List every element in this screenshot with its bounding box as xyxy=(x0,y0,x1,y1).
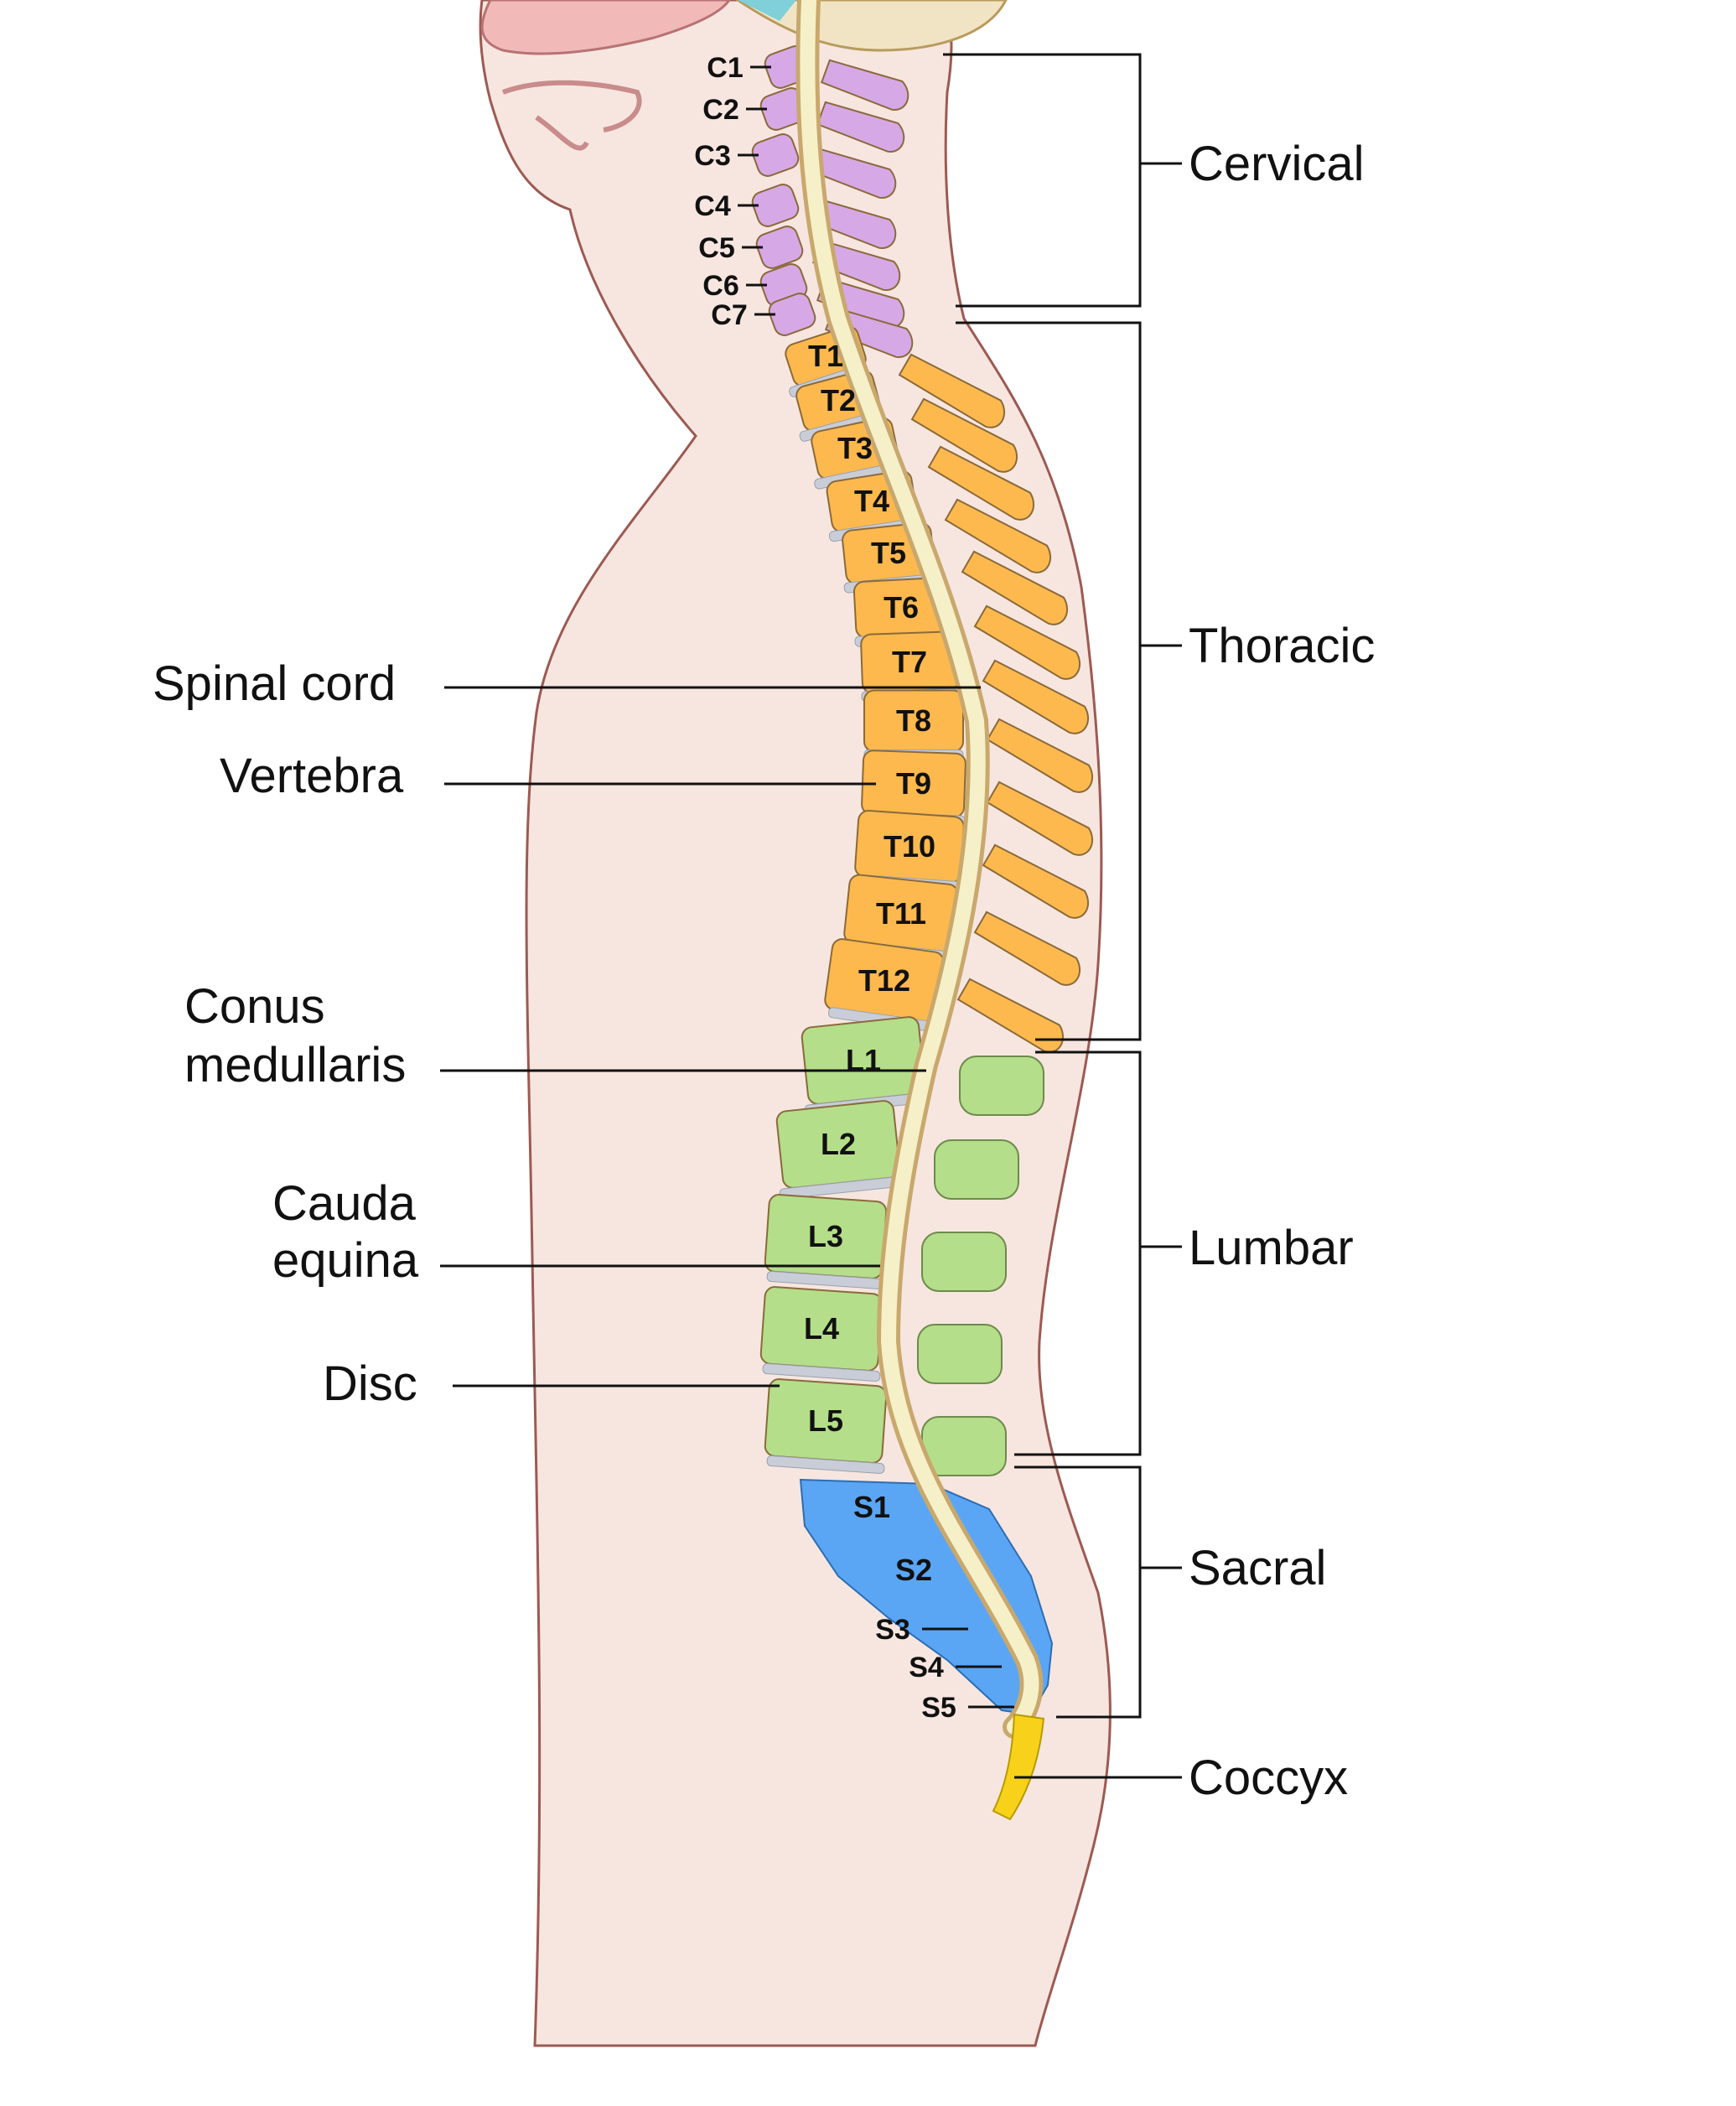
thoracic-spinous-process xyxy=(898,353,1006,428)
lumbar-spinous-process xyxy=(917,1324,1003,1384)
thoracic-spinous-process xyxy=(973,604,1081,680)
thoracic-spinous-process xyxy=(982,659,1090,734)
spinal-cord-inner xyxy=(800,0,1039,1735)
vertebra-labels: C1C2C3C4C5C6C7T1T2T3T4T5T6T7T8T9T10T11T1… xyxy=(694,52,1014,1724)
sacral-label: S1 xyxy=(853,1490,890,1524)
thoracic-label: T6 xyxy=(884,590,919,625)
intervertebral-disc xyxy=(762,1362,881,1382)
cervical-spinous-process xyxy=(816,101,905,153)
thoracic-spinous-process xyxy=(986,781,1094,856)
region-label-lumbar: Lumbar xyxy=(1189,1221,1354,1275)
label-spinal-cord: Spinal cord xyxy=(153,656,396,711)
cervical-spinous-process xyxy=(820,59,909,111)
thoracic-label: T7 xyxy=(892,645,927,679)
cervical-spinous-process xyxy=(807,197,897,249)
cervical-label: C3 xyxy=(694,140,730,172)
skull-base-blue xyxy=(738,0,796,21)
intervertebral-disc xyxy=(766,1455,885,1475)
cervical-label: C6 xyxy=(702,270,738,302)
thoracic-label: T9 xyxy=(896,766,931,801)
label-conus-line2: medullaris xyxy=(184,1038,406,1092)
sacral-label: S2 xyxy=(895,1553,932,1587)
label-cauda-line2: equina xyxy=(272,1233,419,1288)
label-disc: Disc xyxy=(323,1356,417,1411)
label-vertebra: Vertebra xyxy=(220,749,404,803)
sacral-label: S4 xyxy=(909,1652,944,1683)
cervical-label: C2 xyxy=(702,94,738,126)
thoracic-spinous-process xyxy=(910,397,1018,473)
thoracic-spinous-process xyxy=(961,550,1069,625)
thoracic-label: T10 xyxy=(884,829,935,864)
thoracic-label: T3 xyxy=(837,431,873,465)
cervical-vertebra-body xyxy=(751,133,800,177)
lumbar-label: L5 xyxy=(808,1403,843,1438)
region-brackets xyxy=(943,53,1182,1779)
lumbar-label: L4 xyxy=(804,1311,839,1346)
sacral-label: S3 xyxy=(875,1614,910,1646)
cervical-vertebra-body xyxy=(768,293,816,336)
thoracic-label: T11 xyxy=(876,896,926,931)
lumbar-spinous-process xyxy=(921,1416,1007,1476)
lumbar-label: L3 xyxy=(808,1219,843,1253)
region-label-coccyx: Coccyx xyxy=(1189,1751,1348,1805)
cervical-vertebra xyxy=(751,133,800,177)
cervical-label: C1 xyxy=(707,52,743,84)
lumbar-label: L1 xyxy=(846,1043,881,1077)
cervical-vertebra-body xyxy=(751,184,800,227)
thoracic-label: T1 xyxy=(808,339,843,373)
thoracic-spinous-process xyxy=(927,445,1035,521)
cervical-label: C5 xyxy=(698,232,734,264)
lumbar-spinous-process xyxy=(959,1056,1044,1116)
label-cauda-line1: Cauda xyxy=(272,1176,417,1231)
thoracic-label: T2 xyxy=(821,383,856,418)
region-label-sacral: Sacral xyxy=(1189,1541,1326,1595)
label-conus-line1: Conus xyxy=(184,979,325,1034)
region-label-thoracic: Thoracic xyxy=(1189,619,1375,673)
coccyx-bone xyxy=(992,1713,1045,1821)
thoracic-label: T12 xyxy=(858,963,910,998)
cervical-vertebra xyxy=(755,226,804,269)
lumbar-bracket xyxy=(1014,1050,1182,1456)
cervical-vertebra-body xyxy=(755,226,804,269)
thoracic-spinous-process xyxy=(986,718,1094,793)
head-nasal-cavity xyxy=(480,0,731,55)
lumbar-spinous-process xyxy=(921,1232,1007,1292)
thoracic-label: T8 xyxy=(896,703,931,738)
sacral-bracket xyxy=(1014,1465,1182,1719)
lumbar-spinous-process xyxy=(934,1139,1019,1200)
sacral-label: S5 xyxy=(921,1692,956,1724)
region-label-cervical: Cervical xyxy=(1189,137,1365,191)
thoracic-spinous-process xyxy=(982,843,1090,919)
thoracic-bracket xyxy=(956,321,1182,1041)
thoracic-spinous-process xyxy=(944,498,1052,573)
thoracic-label: T5 xyxy=(871,536,906,570)
cervical-bracket xyxy=(943,53,1182,308)
cervical-label: C4 xyxy=(694,190,731,222)
cervical-vertebra xyxy=(768,293,816,336)
cervical-vertebra xyxy=(751,184,800,227)
mouth-palate xyxy=(501,80,642,132)
cervical-label: C7 xyxy=(711,299,747,331)
thoracic-spinous-process xyxy=(973,910,1081,986)
thoracic-label: T4 xyxy=(854,484,889,518)
cervical-spinous-process xyxy=(807,147,897,199)
pharynx xyxy=(535,115,589,151)
lumbar-label: L2 xyxy=(821,1127,856,1161)
